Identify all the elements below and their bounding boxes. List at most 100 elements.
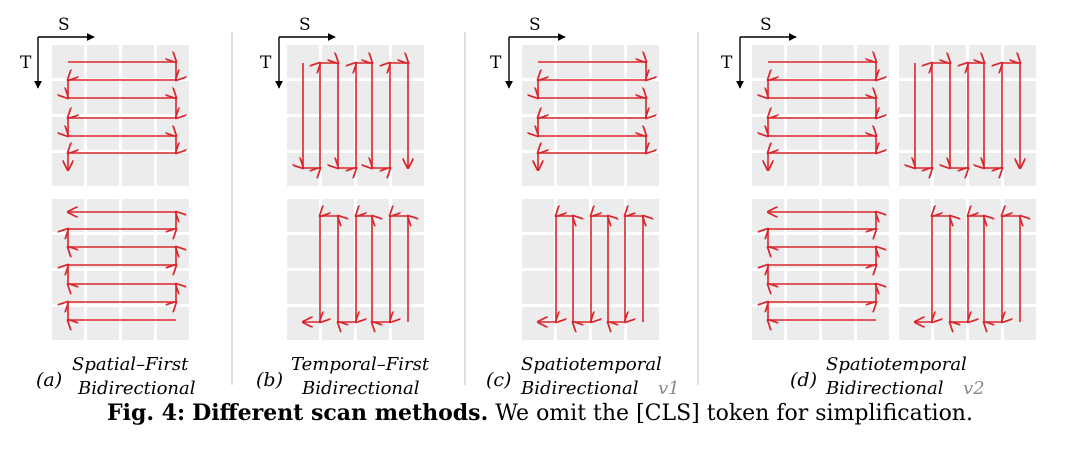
token-cell (522, 199, 554, 232)
token-cell (857, 199, 889, 232)
subcaption-d: (d) Spatiotemporal Bidirectional v2 (790, 354, 985, 399)
token-cell (822, 199, 854, 232)
token-cell (787, 153, 819, 186)
token-cell (592, 153, 624, 186)
token-cell (899, 271, 931, 304)
figure-label: Fig. 4: (107, 400, 186, 426)
token-cell (122, 235, 154, 268)
subcaption-line-1: Spatial–First (72, 354, 189, 375)
token-cell (822, 271, 854, 304)
token-cell (627, 117, 659, 150)
token-cell (787, 271, 819, 304)
token-cell (969, 81, 1001, 114)
scan-path-spatial-forward (68, 62, 176, 170)
token-cell (122, 153, 154, 186)
subcaption-version: v2 (963, 378, 985, 399)
token-cell (899, 199, 931, 232)
panel-d: S T (721, 15, 1036, 340)
axis-indicator: S T (260, 15, 336, 89)
space-axis-label: S (760, 15, 772, 35)
token-cell (822, 153, 854, 186)
token-cell (969, 307, 1001, 340)
token-cell (157, 117, 189, 150)
token-cell (122, 271, 154, 304)
panel-c: S T (490, 15, 659, 340)
time-axis-label: T (20, 53, 32, 73)
token-cell (287, 235, 319, 268)
token-cell (122, 199, 154, 232)
token-cell (157, 199, 189, 232)
subcaption-line-2: Bidirectional (77, 378, 196, 399)
panel-a: S T (20, 15, 189, 340)
token-cell (899, 235, 931, 268)
token-cell (52, 199, 84, 232)
token-cell (87, 271, 119, 304)
subcaption-line-1: Temporal–First (291, 354, 430, 375)
token-cell (557, 153, 589, 186)
figure-caption: Fig. 4: Different scan methods. We omit … (0, 400, 1080, 426)
token-cell (969, 271, 1001, 304)
subcaption-c: (c) Spatiotemporal Bidirectional v1 (486, 354, 680, 399)
token-cell (627, 153, 659, 186)
token-cell (287, 307, 319, 340)
token-cell (87, 307, 119, 340)
scan-path-spatial-backward (768, 212, 876, 320)
scan-path-temporal-backward (303, 216, 408, 322)
subcaption-line-1: Spatiotemporal (521, 354, 662, 375)
space-axis-label: S (529, 15, 541, 35)
scan-path-temporal-forward (303, 63, 408, 168)
token-cell (857, 153, 889, 186)
token-cell (87, 199, 119, 232)
time-axis-label: T (490, 53, 502, 73)
token-cell (969, 235, 1001, 268)
token-cell (969, 45, 1001, 78)
scan-path-temporal-forward (915, 63, 1020, 168)
token-cell (857, 235, 889, 268)
token-cell (857, 117, 889, 150)
subcaption-version: v1 (658, 378, 680, 399)
token-cell (522, 271, 554, 304)
token-cell (157, 235, 189, 268)
axis-indicator: S T (721, 15, 797, 89)
token-cell (822, 235, 854, 268)
subcaption-line-2: Bidirectional (520, 378, 639, 399)
time-axis-label: T (721, 53, 733, 73)
token-cell (822, 307, 854, 340)
token-cell (969, 153, 1001, 186)
subcaption-line-1: Spatiotemporal (826, 354, 967, 375)
token-cell (787, 307, 819, 340)
token-cell (287, 199, 319, 232)
subcaption-a: (a) Spatial–First Bidirectional (36, 354, 196, 399)
time-axis-label: T (260, 53, 272, 73)
subcaption-letter: (a) (36, 369, 62, 391)
token-cell (157, 153, 189, 186)
token-cell (287, 271, 319, 304)
token-cell (122, 307, 154, 340)
token-cell (357, 235, 389, 268)
subcaption-letter: (d) (790, 369, 817, 391)
token-cell (752, 199, 784, 232)
token-cell (787, 117, 819, 150)
token-cell (122, 117, 154, 150)
token-cell (87, 153, 119, 186)
scan-path-spatial-forward (768, 62, 876, 170)
scan-path-spatial-backward (68, 212, 176, 320)
axis-indicator: S T (490, 15, 566, 89)
token-cell (522, 235, 554, 268)
subcaption-line-2: Bidirectional (825, 378, 944, 399)
token-cell (969, 117, 1001, 150)
token-cell (899, 307, 931, 340)
scan-path-spatial-forward (538, 62, 646, 170)
subcaption-b: (b) Temporal–First Bidirectional (256, 354, 430, 399)
figure-text: We omit the [CLS] token for simplificati… (495, 401, 973, 426)
subcaption-letter: (c) (486, 369, 511, 391)
token-cell (787, 235, 819, 268)
token-cell (357, 45, 389, 78)
scan-path-temporal-backward (915, 216, 1020, 322)
token-cell (87, 117, 119, 150)
token-cell (857, 271, 889, 304)
scan-path-temporal-backward (538, 216, 643, 322)
token-cell (557, 117, 589, 150)
space-axis-label: S (299, 15, 311, 35)
